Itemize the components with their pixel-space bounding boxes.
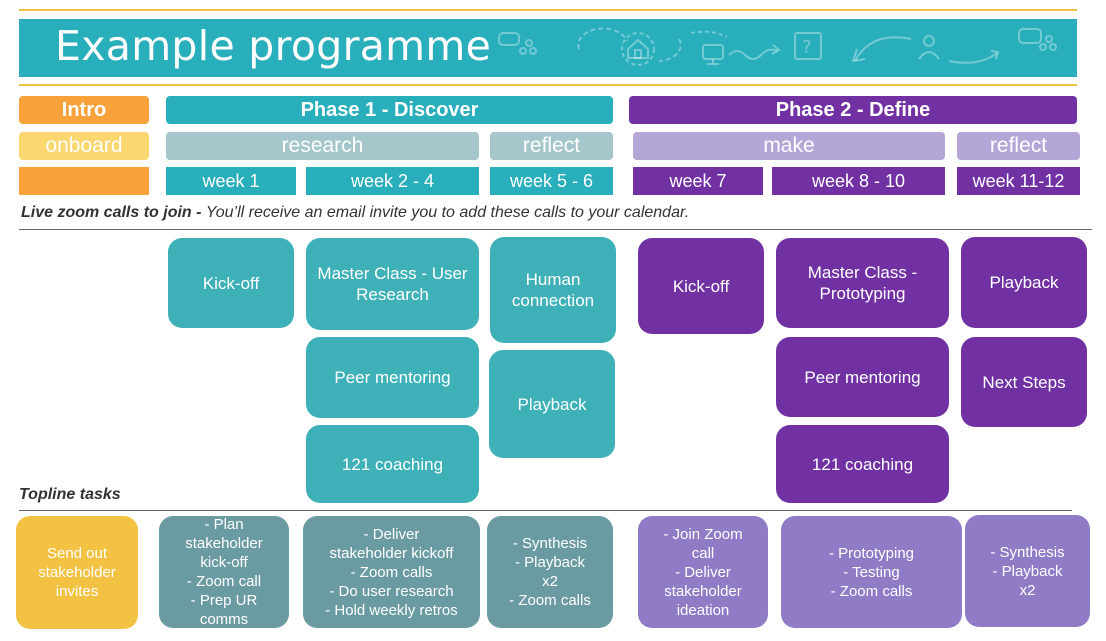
week-2-4: week 2 - 4	[306, 167, 479, 195]
call-kickoff-week1: Kick-off	[168, 238, 294, 328]
live-calls-text: You’ll receive an email invite you to ad…	[205, 204, 690, 221]
call-master-class-prototyping: Master Class - Prototyping	[776, 238, 949, 328]
reflect-stage-phase1: reflect	[490, 132, 613, 160]
week-1: week 1	[166, 167, 296, 195]
task-line: stakeholder	[664, 582, 742, 600]
call-playback-phase1: Playback	[489, 350, 615, 458]
phase2-header: Phase 2 - Define	[629, 96, 1077, 124]
task-week5-6: - Synthesis - Playback x2 - Zoom calls	[487, 516, 613, 628]
task-week8-10: - Prototyping- Testing- Zoom calls	[781, 516, 962, 628]
top-rule	[19, 9, 1077, 11]
task-line: - Do user research	[329, 582, 454, 600]
onboard-stage: onboard	[19, 132, 149, 160]
chat-bubble-icon	[498, 32, 537, 55]
intro-header: Intro	[19, 96, 149, 124]
task-line: - Deliver	[363, 525, 420, 543]
call-121-coaching-phase1: 121 coaching	[306, 425, 479, 503]
chat-bubble-2-icon	[1018, 28, 1057, 51]
call-peer-mentoring-phase2: Peer mentoring	[776, 337, 949, 417]
squiggle-arrow-icon	[728, 44, 781, 60]
question-board-icon: ?	[794, 32, 822, 60]
task-line: x2	[1019, 581, 1036, 599]
live-calls-rule	[19, 229, 1092, 230]
task-line: invites	[55, 583, 99, 600]
week-5-6: week 5 - 6	[490, 167, 613, 195]
task-line: x2	[542, 573, 558, 590]
task-line: stakeholder	[38, 564, 116, 581]
task-line: - Zoom calls	[830, 582, 913, 600]
title-banner: ? Example programme	[19, 19, 1077, 77]
banner-doodle-icons: ?	[498, 27, 1057, 66]
task-line: call	[691, 544, 715, 562]
task-line: - Hold weekly retros	[325, 601, 458, 619]
task-line: - Plan	[204, 516, 244, 533]
home-icon	[621, 32, 655, 66]
week-11-12: week 11-12	[957, 167, 1080, 195]
task-line: stakeholder	[185, 535, 263, 552]
call-kickoff-week7: Kick-off	[638, 238, 764, 334]
task-line: - Playback	[992, 562, 1063, 580]
page-title: Example programme	[55, 22, 492, 70]
task-line: - Zoom calls	[350, 563, 433, 581]
task-line: kick-off	[200, 554, 248, 571]
task-line: - Deliver	[675, 563, 731, 581]
banner-bottom-rule	[19, 84, 1077, 86]
task-line: - Zoom calls	[509, 592, 591, 609]
task-line: Send out	[46, 545, 108, 562]
svg-text:?: ?	[802, 37, 812, 58]
make-stage: make	[633, 132, 945, 160]
phase1-header: Phase 1 - Discover	[166, 96, 613, 124]
task-line: - Join Zoom	[663, 525, 743, 543]
task-line: - Synthesis	[512, 535, 588, 552]
task-line: - Prototyping	[828, 544, 915, 562]
week-7: week 7	[633, 167, 763, 195]
call-next-steps: Next Steps	[961, 337, 1087, 427]
task-line: - Testing	[843, 563, 900, 581]
topline-tasks-heading: Topline tasks	[19, 486, 121, 503]
person-icon	[918, 35, 940, 60]
tasks-rule	[19, 510, 1072, 511]
reflect-stage-phase2: reflect	[957, 132, 1080, 160]
task-line: - Zoom call	[186, 573, 262, 590]
live-calls-heading: Live zoom calls to join -	[21, 204, 206, 221]
task-line: stakeholder kickoff	[329, 544, 454, 562]
call-playback-phase2: Playback	[961, 237, 1087, 328]
week-8-10: week 8 - 10	[772, 167, 945, 195]
call-human-connection: Human connection	[490, 237, 616, 343]
task-line: ideation	[676, 601, 730, 619]
task-line: - Playback	[514, 554, 586, 571]
arrow-icon	[948, 50, 1000, 64]
task-week1: - Plan stakeholder kick-off - Zoom call - Pr…	[159, 516, 289, 628]
call-121-coaching-phase2: 121 coaching	[776, 425, 949, 503]
computer-icon	[690, 30, 728, 65]
call-peer-mentoring-phase1: Peer mentoring	[306, 337, 479, 418]
intro-week	[19, 167, 149, 195]
task-intro: Send out stakeholder invites	[16, 516, 138, 629]
task-line: - Synthesis	[990, 543, 1065, 561]
research-stage: research	[166, 132, 479, 160]
live-calls-note: Live zoom calls to join - You’ll receive…	[21, 204, 689, 222]
task-line: - Prep UR	[190, 592, 258, 609]
task-line: comms	[199, 611, 249, 628]
call-master-class-user-research: Master Class - User Research	[306, 238, 479, 330]
curved-arrow-icon	[851, 36, 912, 63]
cycle-arrows-icon	[577, 27, 682, 62]
